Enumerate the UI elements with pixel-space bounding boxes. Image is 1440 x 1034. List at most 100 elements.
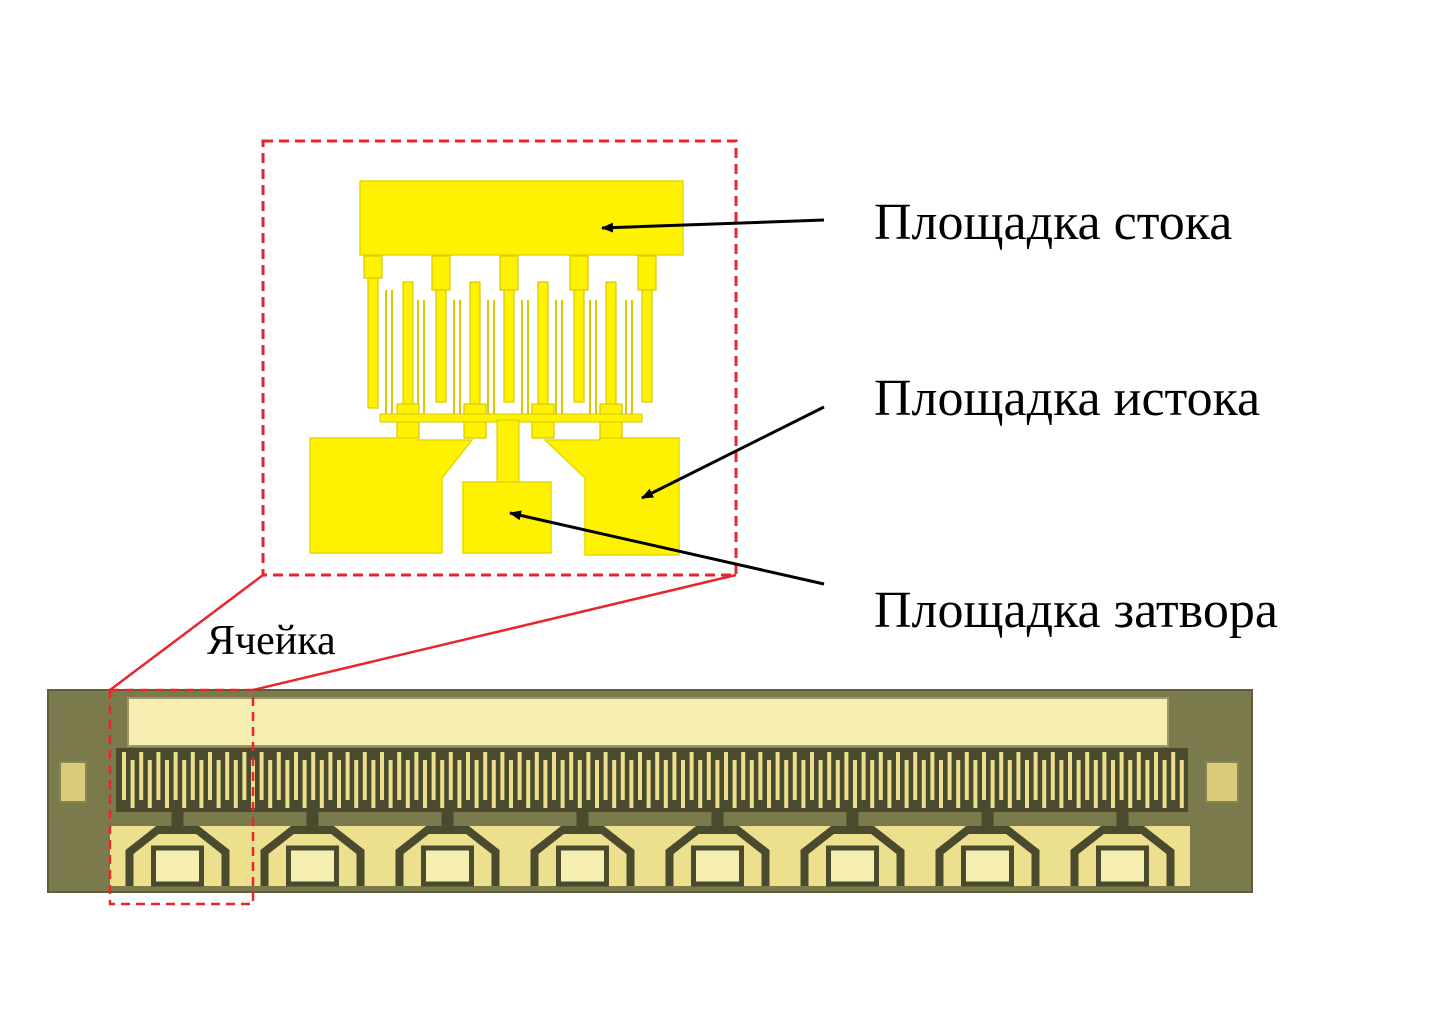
chip-finger — [913, 752, 918, 800]
chip-finger — [956, 760, 961, 808]
chip-finger — [930, 752, 935, 800]
chip-finger — [560, 760, 565, 808]
chip-finger — [440, 760, 445, 808]
chip-gate-pad — [286, 845, 339, 887]
chip-finger — [354, 760, 359, 808]
chip-finger — [1154, 752, 1158, 800]
chip-cells — [110, 812, 1190, 887]
chip-finger — [741, 752, 746, 800]
chip-finger — [1119, 752, 1124, 800]
chip-finger — [792, 752, 797, 800]
drain-pad — [359, 180, 684, 256]
chip-right-pad — [1205, 761, 1239, 803]
chip-finger — [844, 752, 849, 800]
chip-finger — [483, 752, 488, 800]
chip-finger — [1085, 752, 1090, 800]
chip-source-strip — [110, 826, 1190, 886]
chip-finger — [397, 752, 402, 800]
chip-fingers — [122, 752, 1184, 808]
chip-finger — [878, 752, 883, 800]
chip-finger — [577, 760, 582, 808]
chip-finger — [904, 760, 909, 808]
chip-finger — [620, 752, 625, 800]
chip-finger — [835, 760, 840, 808]
chip-finger — [629, 760, 634, 808]
chip-finger — [1042, 760, 1047, 808]
drain-pad-label: Площадка стока — [874, 194, 1233, 251]
chip-gate-pad — [826, 845, 879, 887]
chip-finger — [999, 752, 1004, 800]
chip-finger — [982, 752, 986, 800]
arrows — [509, 218, 825, 586]
chip-finger — [328, 752, 333, 800]
chip-finger — [491, 760, 496, 808]
drain-fingers — [363, 255, 657, 409]
chip-finger — [1111, 760, 1115, 808]
chip-finger — [569, 752, 574, 800]
chip-finger — [431, 752, 436, 800]
chip-gate-stem — [171, 812, 184, 832]
chip-gate-stem — [576, 812, 589, 832]
chip-gate-stem — [711, 812, 724, 832]
chip-finger — [388, 760, 393, 808]
chip-finger — [638, 752, 642, 800]
chip-finger — [294, 752, 298, 800]
chip-finger — [681, 760, 685, 808]
chip-finger — [586, 752, 591, 800]
chip-finger — [861, 752, 866, 800]
chip-gate-stem — [441, 812, 454, 832]
zoomed-cell-schematic — [309, 180, 684, 556]
source-pad-left — [309, 437, 474, 554]
drain-arrow — [601, 218, 825, 233]
chip-finger — [758, 752, 763, 800]
chip-finger — [887, 760, 892, 808]
chip-finger — [1102, 752, 1107, 800]
cell-label: Ячейка — [207, 618, 336, 664]
gate-arrow — [509, 510, 825, 586]
chip-finger — [122, 752, 126, 800]
chip-finger — [801, 760, 806, 808]
chip-finger — [672, 752, 677, 800]
chip-gate-stem — [846, 812, 859, 832]
chip-gate-pad — [691, 845, 744, 887]
source-pad-label: Площадка истока — [874, 370, 1261, 427]
chip-gate-pad — [421, 845, 474, 887]
chip-finger — [870, 760, 875, 808]
chip-finger — [595, 760, 599, 808]
chip-finger — [371, 760, 376, 808]
chip-finger — [655, 752, 660, 800]
chip-left-pad — [59, 761, 87, 803]
chip-finger — [775, 752, 780, 800]
chip-finger — [414, 752, 419, 800]
chip-finger — [663, 760, 668, 808]
gate-feed — [496, 419, 520, 485]
chip-finger — [380, 752, 384, 800]
chip-finger — [947, 752, 952, 800]
chip-photo — [47, 689, 1253, 893]
chip-finger — [1171, 752, 1176, 800]
chip-finger — [732, 760, 737, 808]
chip-finger — [646, 760, 651, 808]
chip-finger — [724, 752, 728, 800]
chip-finger — [896, 752, 900, 800]
chip-finger — [818, 760, 823, 808]
chip-finger — [311, 752, 316, 800]
chip-gate-pad — [961, 845, 1014, 887]
chip-finger — [706, 752, 711, 800]
chip-finger — [1016, 752, 1021, 800]
chip-gate-stem — [1116, 812, 1129, 832]
source-pad-right — [543, 437, 680, 556]
chip-finger — [242, 752, 247, 800]
chip-finger — [1007, 760, 1012, 808]
zoom-connectors — [109, 573, 737, 692]
chip-finger — [405, 760, 410, 808]
chip-finger — [603, 752, 608, 800]
chip-finger — [156, 752, 161, 800]
chip-finger — [939, 760, 943, 808]
chip-gate-stem — [306, 812, 319, 832]
chip-finger — [233, 760, 238, 808]
chip-finger — [345, 752, 350, 800]
cell-frame — [108, 688, 255, 906]
chip-finger — [990, 760, 995, 808]
source-fingers — [396, 281, 623, 439]
